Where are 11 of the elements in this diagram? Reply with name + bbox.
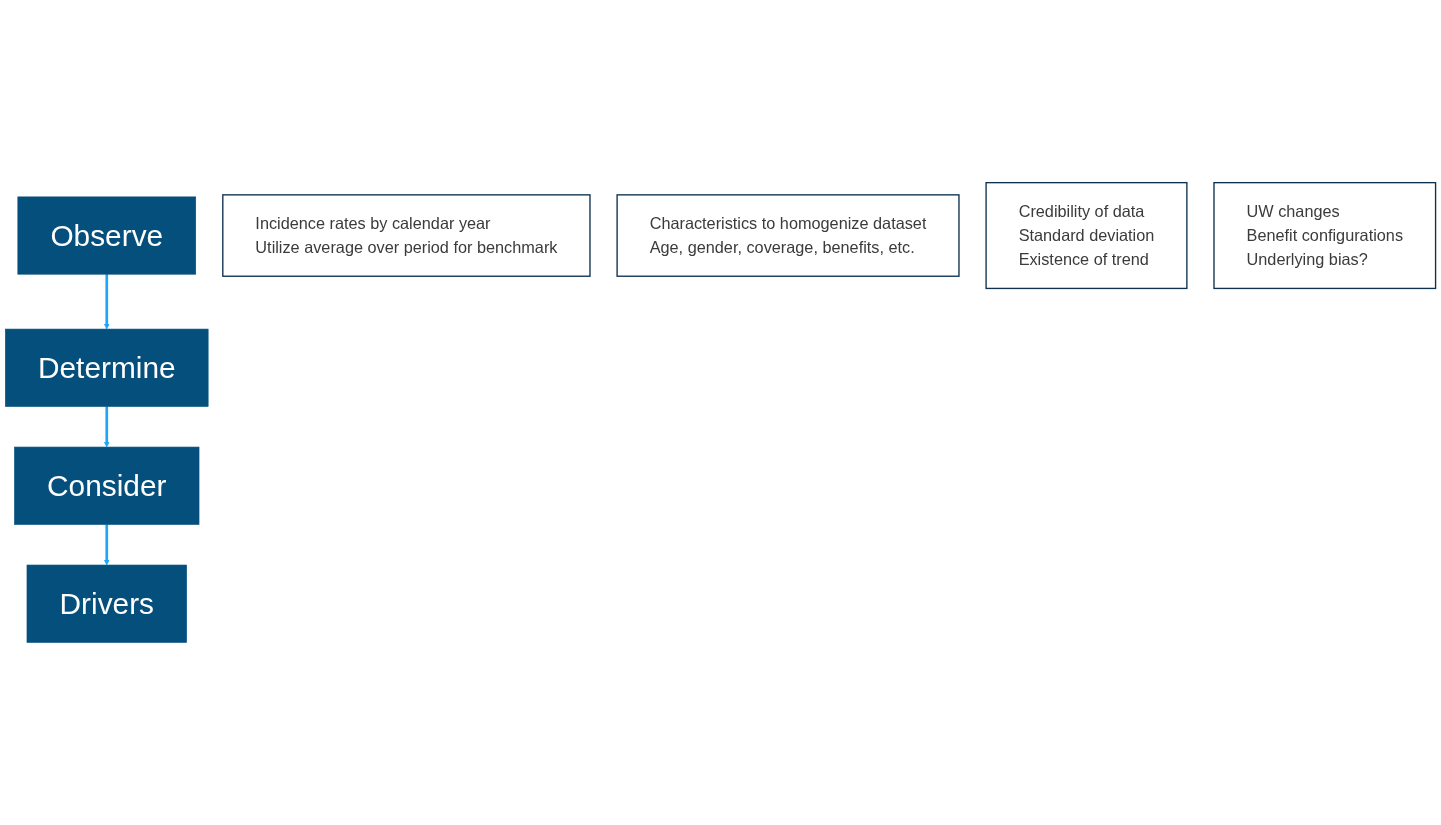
node-box: Observe <box>17 196 197 275</box>
node-box: Credibility of data Standard deviation Existence of trend <box>985 182 1188 290</box>
node-box: Incidence rates by calendar year Utilize average over period for benchmark <box>222 194 591 277</box>
node-box: UW changes Benefit configurations Underlying bias? <box>1213 182 1437 290</box>
arrow <box>103 406 110 448</box>
node-box: Consider <box>14 446 200 525</box>
node-box: Characteristics to homogenize dataset Age, gender, coverage, benefits, etc. <box>616 194 960 277</box>
arrow <box>103 524 110 566</box>
node-box: Determine <box>5 328 209 407</box>
arrow <box>103 274 110 330</box>
node-box: Drivers <box>26 564 187 643</box>
